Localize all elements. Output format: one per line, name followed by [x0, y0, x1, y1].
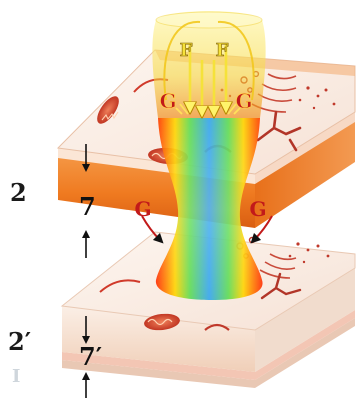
force-bowl-rim: [156, 12, 262, 28]
thickness-label-upper: 7: [79, 192, 96, 221]
stray-mark: I: [12, 366, 20, 387]
g-label-upper-left: G: [159, 89, 176, 113]
g-label-upper-right: G: [235, 89, 252, 113]
thickness-label-lower: 7′: [79, 342, 102, 371]
g-label-mid-left: G: [134, 197, 151, 221]
g-label-mid-right: G: [249, 197, 266, 221]
layer-label-upper: 2: [10, 178, 27, 207]
force-label-right: F: [216, 40, 229, 61]
layer-label-lower: 2′: [8, 327, 31, 356]
force-label-left: F: [180, 40, 193, 61]
